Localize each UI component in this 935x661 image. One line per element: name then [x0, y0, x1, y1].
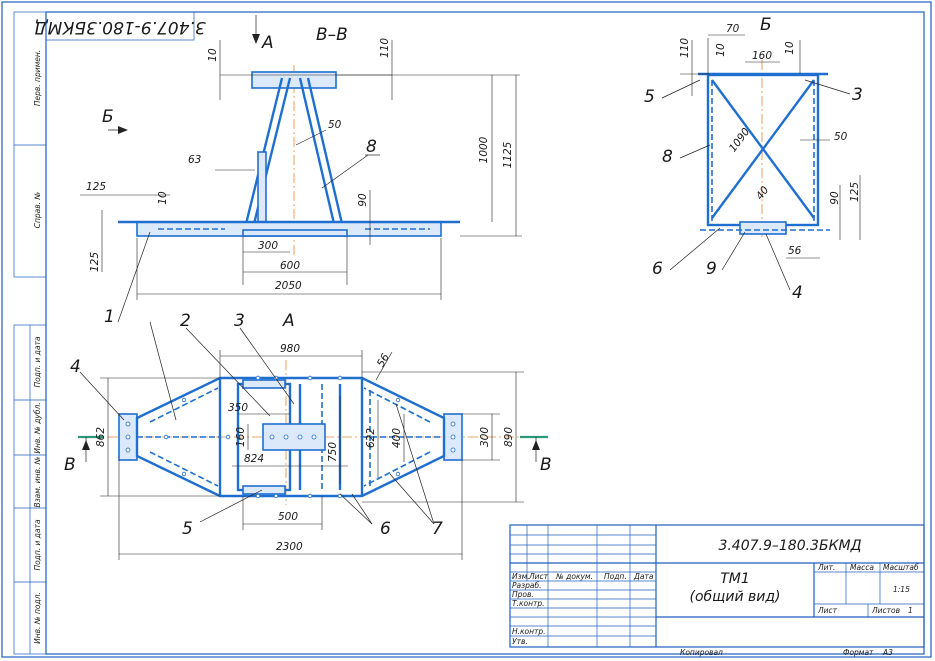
tb-col-data: Дата: [633, 572, 654, 581]
footer-format-label: Формат: [843, 648, 874, 657]
va-callout-4: 4: [70, 357, 81, 377]
tb-scale-value: 1:15: [893, 585, 910, 594]
tb-row-tkontr: Т.контр.: [512, 599, 545, 608]
vb-callout-8: 8: [662, 147, 673, 167]
tb-col-list: Лист: [528, 572, 549, 581]
va-dim-350: 350: [228, 402, 248, 414]
bb-callout-1: 1: [104, 307, 115, 327]
vb-callout-4: 4: [792, 283, 803, 303]
va-dim-980: 980: [280, 343, 300, 355]
vb-dim-10b: 10: [784, 41, 796, 55]
va-dim-500: 500: [278, 511, 298, 523]
va-cut-left: В: [64, 455, 76, 475]
bb-dim-125a: 125: [86, 181, 106, 193]
tb-masshtab: Масштаб: [883, 563, 919, 572]
bb-dim-125b: 125: [89, 252, 101, 272]
vb-dim-110: 110: [679, 38, 691, 58]
vb-dim-160: 160: [752, 50, 772, 62]
view-b: Б 110 10 70 160 10 1090 40 50 90 125 56 …: [644, 15, 863, 303]
bb-dim-600: 600: [280, 260, 300, 272]
vb-callout-3: 3: [852, 85, 863, 105]
bb-dim-1125: 1125: [502, 141, 514, 168]
tb-doc-code: 3.407.9–180.3БКМД: [718, 538, 861, 554]
bb-dim-90: 90: [357, 193, 369, 207]
vb-callout-6: 6: [652, 259, 663, 279]
va-dim-2300: 2300: [276, 541, 303, 553]
footer-kopiroval: Копировал: [680, 648, 723, 657]
strip-perv-primen: Перв. примен.: [33, 50, 42, 106]
bb-dim-110: 110: [379, 38, 391, 58]
bb-callout-8: 8: [366, 137, 377, 157]
va-dim-400: 400: [391, 428, 403, 448]
section-bb-view: В–В А Б 10 110 1000 1125 50: [80, 15, 522, 327]
va-dim-160: 160: [235, 427, 247, 447]
left-strip: Перв. примен. Справ. № Подп. и дата Инв.…: [13, 11, 47, 655]
title-block: Изм. Лист № докум. Подп. Дата Разраб. Пр…: [509, 524, 925, 648]
bb-dim-1000: 1000: [478, 136, 490, 163]
tb-name-line1: ТМ1: [720, 571, 750, 587]
tb-listov-value: 1: [908, 606, 913, 615]
va-dim-890: 890: [503, 427, 515, 447]
bb-dim-10a: 10: [207, 48, 219, 62]
tb-col-izm: Изм.: [512, 572, 530, 581]
va-dim-622: 622: [365, 428, 377, 448]
strip-podp-data-1: Подп. и дата: [33, 336, 42, 387]
vb-dim-90: 90: [829, 191, 841, 205]
section-arrow-b: Б: [102, 107, 114, 127]
vb-dim-40: 40: [754, 184, 772, 202]
va-dim-300: 300: [479, 427, 491, 447]
va-callout-6: 6: [380, 519, 391, 539]
section-bb-title: В–В: [316, 25, 348, 45]
strip-vzam-inv: Взам. инв. №: [33, 456, 42, 507]
vb-dim-56: 56: [788, 245, 802, 257]
bb-dim-50: 50: [328, 119, 342, 131]
tb-list-label: Лист: [817, 606, 838, 615]
va-callout-5: 5: [182, 519, 193, 539]
bb-dim-10b: 10: [157, 191, 169, 205]
tb-row-razrab: Разраб.: [512, 581, 541, 590]
vb-dim-125: 125: [849, 182, 861, 202]
va-cut-right: В: [540, 455, 552, 475]
tb-name-line2: (общий вид): [690, 589, 781, 605]
tb-listov-label: Листов: [871, 606, 900, 615]
va-dim-862: 862: [95, 427, 107, 447]
tb-row-utv: Утв.: [512, 637, 528, 646]
section-arrow-a: А: [261, 33, 274, 53]
vb-dim-10a: 10: [715, 43, 727, 57]
tb-massa: Масса: [850, 563, 874, 572]
tb-lit: Лит.: [817, 563, 835, 572]
view-a: А В В: [64, 311, 552, 560]
strip-inv-podl: Инв. № подл.: [33, 592, 42, 644]
tb-row-prov: Пров.: [512, 590, 534, 599]
tb-col-doc: № докум.: [555, 572, 593, 581]
va-dim-824: 824: [244, 453, 264, 465]
va-callout-2: 2: [180, 311, 191, 331]
strip-inv-dubl: Инв. № дубл.: [33, 402, 42, 453]
va-callout-7: 7: [432, 519, 443, 539]
bb-dim-2050: 2050: [275, 280, 302, 292]
strip-sprav-no: Справ. №: [33, 192, 42, 229]
bb-dim-63: 63: [188, 154, 201, 166]
tb-col-podp: Подп.: [604, 572, 627, 581]
tb-row-nkontr: Н.контр.: [512, 627, 546, 636]
vb-dim-70: 70: [726, 23, 740, 35]
va-dim-750: 750: [327, 442, 339, 462]
footer-format-value: А3: [882, 648, 893, 657]
bb-dim-300: 300: [258, 240, 278, 252]
va-dim-56: 56: [375, 351, 392, 369]
view-a-title: А: [282, 311, 295, 331]
view-b-title: Б: [760, 15, 772, 35]
va-callout-3: 3: [234, 311, 245, 331]
rotated-code-box: 3.407.9-180.3БКМД: [34, 11, 206, 41]
vb-dim-50: 50: [834, 131, 848, 143]
vb-callout-9: 9: [706, 259, 717, 279]
strip-podp-data-2: Подп. и дата: [33, 519, 42, 570]
rotated-code: 3.407.9-180.3БКМД: [34, 17, 205, 37]
vb-callout-5: 5: [644, 87, 655, 107]
